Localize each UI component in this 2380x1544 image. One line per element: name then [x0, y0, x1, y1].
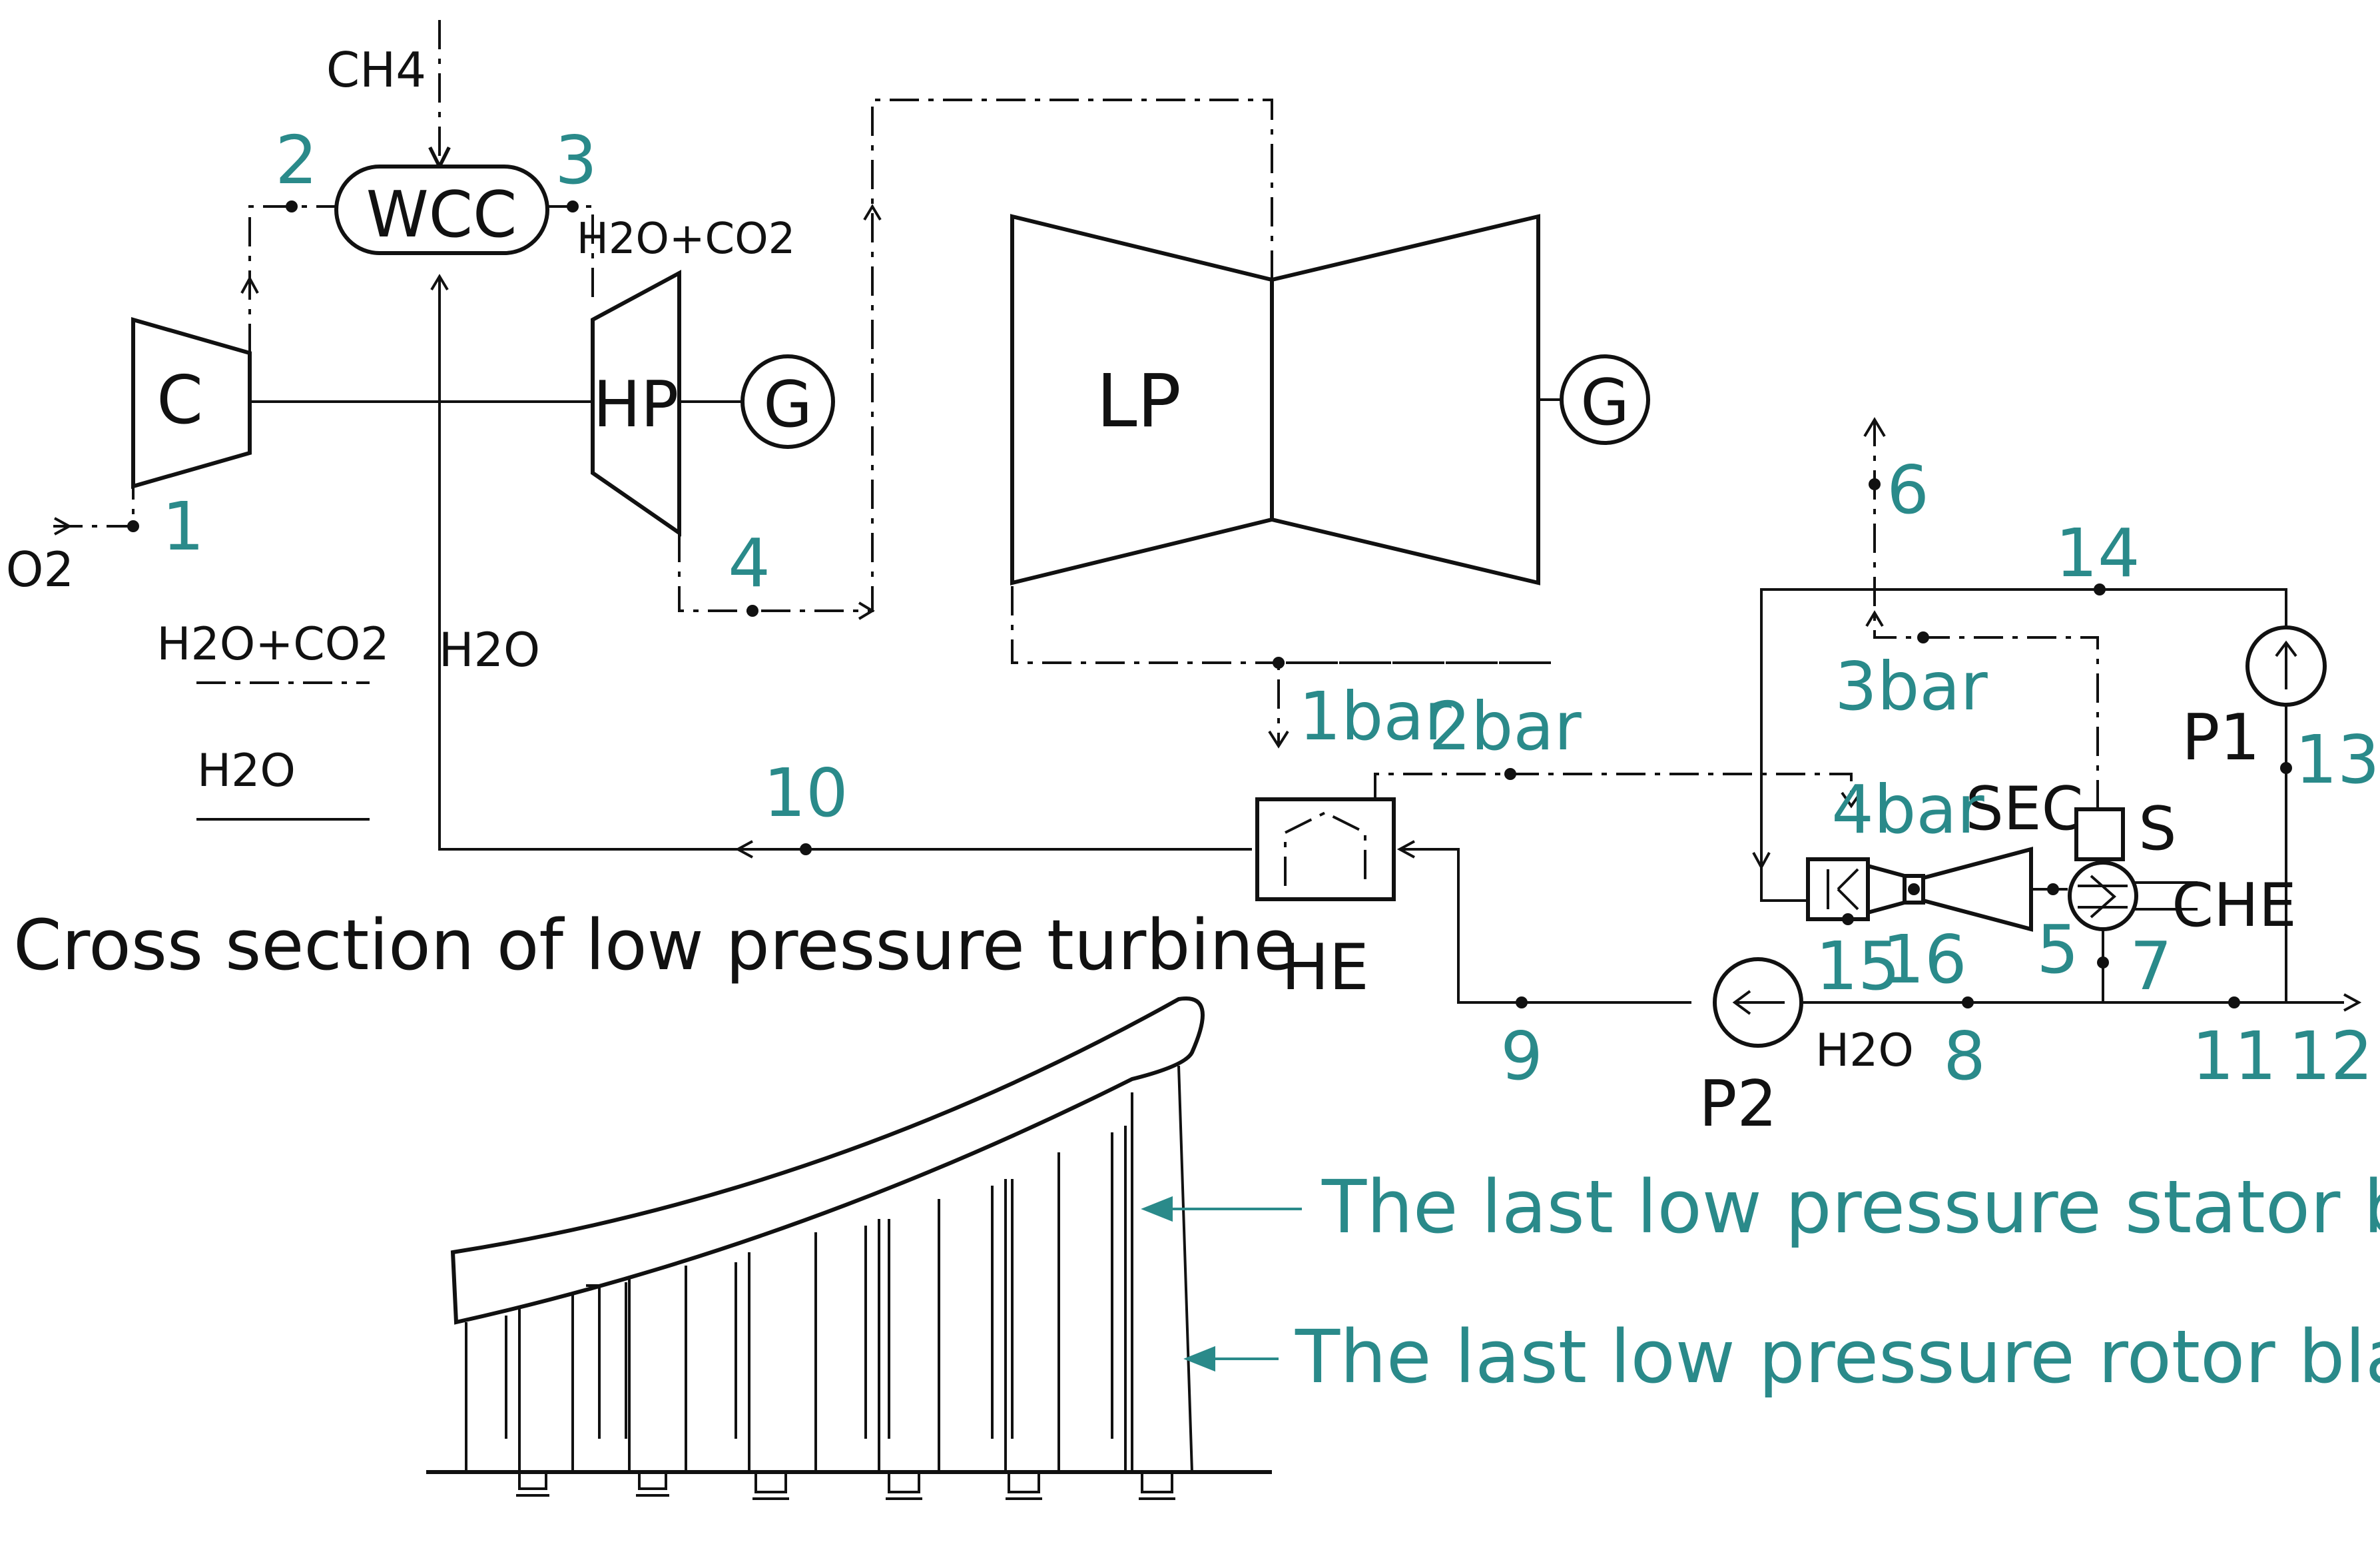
- o2-inlet-line: [53, 486, 135, 528]
- svg-text:9: 9: [1500, 1017, 1543, 1095]
- svg-text:15: 15: [1815, 927, 1900, 1005]
- lp-exhaust-arrow: [1268, 730, 1289, 749]
- lp-exhaust-line: [1011, 586, 1552, 746]
- sec-label: SEC: [1966, 774, 2084, 844]
- pump-2-label: P2: [1699, 1068, 1777, 1141]
- svg-text:11: 11: [2192, 1017, 2276, 1095]
- svg-text:7: 7: [2130, 927, 2172, 1005]
- svg-text:1: 1: [162, 488, 204, 566]
- ejector-diffuser: [1921, 847, 2033, 932]
- generator-2: [1560, 354, 1650, 445]
- svg-text:13: 13: [2295, 721, 2379, 799]
- generator-1-label: G: [763, 368, 812, 442]
- ejector-converging-section: [1866, 863, 1907, 915]
- svg-text:6: 6: [1887, 451, 1929, 529]
- separator-label: S: [2138, 794, 2176, 864]
- svg-text:3: 3: [555, 121, 597, 199]
- pressure-3bar: 3bar: [1835, 647, 1988, 725]
- generator-2-label: G: [1580, 366, 1630, 440]
- svg-text:12: 12: [2288, 1017, 2373, 1095]
- p1-loop-arrow: [1752, 852, 1771, 871]
- state-point-numbers: 1 2 3 4 5 6 7 8 9 10 11 12 13 14 15 16: [162, 121, 2379, 1095]
- he-to-ejector-line: [1374, 773, 1853, 806]
- water-to-wcc-line: [438, 278, 1252, 851]
- ejector-nozzle-mark: [1827, 868, 1859, 911]
- p2-to-he-line: [1400, 848, 1691, 1004]
- pressure-4bar: 4bar: [1831, 771, 1984, 849]
- p1-loop-line: [1760, 588, 2287, 1002]
- che-cooling-lines: [2128, 881, 2198, 911]
- wcc-to-hp-line: [547, 205, 594, 300]
- che-coil: [2078, 875, 2128, 919]
- lp-turbine-exhaust: [1270, 214, 1540, 585]
- sep-gas-arrow: [1865, 610, 1884, 627]
- pressure-1bar: 1bar: [1299, 677, 1452, 755]
- hp-out-arrow: [858, 601, 875, 620]
- condensing-heat-exchanger: [2068, 861, 2138, 931]
- svg-text:10: 10: [763, 754, 848, 832]
- compressor-out-arrow: [240, 275, 259, 294]
- ch4-label: CH4: [326, 42, 426, 98]
- rotor-blade-label: The last low pressure rotor blade: [1295, 1314, 2380, 1399]
- o2-label: O2: [6, 542, 74, 597]
- cross-section-title: Cross section of low pressure turbine: [13, 905, 1296, 986]
- che-label: CHE: [2172, 871, 2296, 941]
- pump-1-arrow: [2275, 640, 2297, 689]
- state-point-dots: [127, 200, 2292, 1008]
- o2-arrow: [54, 517, 73, 536]
- svg-text:5: 5: [2036, 911, 2079, 988]
- wcc-label: WCC: [366, 179, 517, 252]
- pressure-2bar: 2bar: [1428, 687, 1582, 765]
- h2o-vertical-label: H2O: [439, 623, 540, 677]
- hp-turbine: [591, 269, 681, 537]
- compressor-to-wcc-line: [248, 205, 336, 353]
- svg-text:4: 4: [728, 524, 770, 602]
- separator: [2074, 807, 2125, 861]
- pump-2-arrow: [1732, 990, 1785, 1015]
- wcc-combustion-chamber: [334, 165, 549, 255]
- stator-blade-label: The last low pressure stator blade: [1321, 1164, 2380, 1250]
- lp-turbine-label: LP: [1096, 358, 1181, 444]
- separator-gas-line: [1873, 420, 2099, 809]
- svg-text:2: 2: [275, 121, 318, 199]
- legend-solid-label: H2O: [197, 745, 296, 797]
- compressor-label: C: [156, 361, 203, 439]
- heat-exchanger-label: HE: [1281, 931, 1368, 1004]
- legend-dashed-label: H2O+CO2: [156, 618, 389, 671]
- he-water-arrow: [1396, 840, 1415, 859]
- hp-to-lp-line: [678, 99, 1273, 612]
- lp-turbine-cross-section: [426, 996, 1272, 1500]
- h2o-co2-top-label: H2O+CO2: [577, 214, 796, 264]
- heat-exchanger-coil: [1284, 811, 1366, 886]
- generator-1: [741, 354, 835, 449]
- lp-riser-arrow: [863, 204, 882, 221]
- svg-text:16: 16: [1882, 921, 1966, 998]
- svg-text:14: 14: [2055, 514, 2140, 592]
- pump-1-label: P1: [2182, 701, 2260, 775]
- compressor: [131, 317, 252, 489]
- h2o-bottom-label: H2O: [1815, 1024, 1914, 1077]
- water-arrow-10: [735, 840, 753, 859]
- hp-turbine-label: HP: [593, 368, 679, 442]
- vent-arrow: [1863, 417, 1886, 438]
- heat-exchanger: [1255, 797, 1396, 901]
- svg-text:8: 8: [1943, 1017, 1986, 1095]
- outlet-arrow-12: [2343, 993, 2362, 1012]
- water-arrow-wcc: [430, 274, 449, 291]
- ejector-inlet-arrow: [1841, 791, 1862, 809]
